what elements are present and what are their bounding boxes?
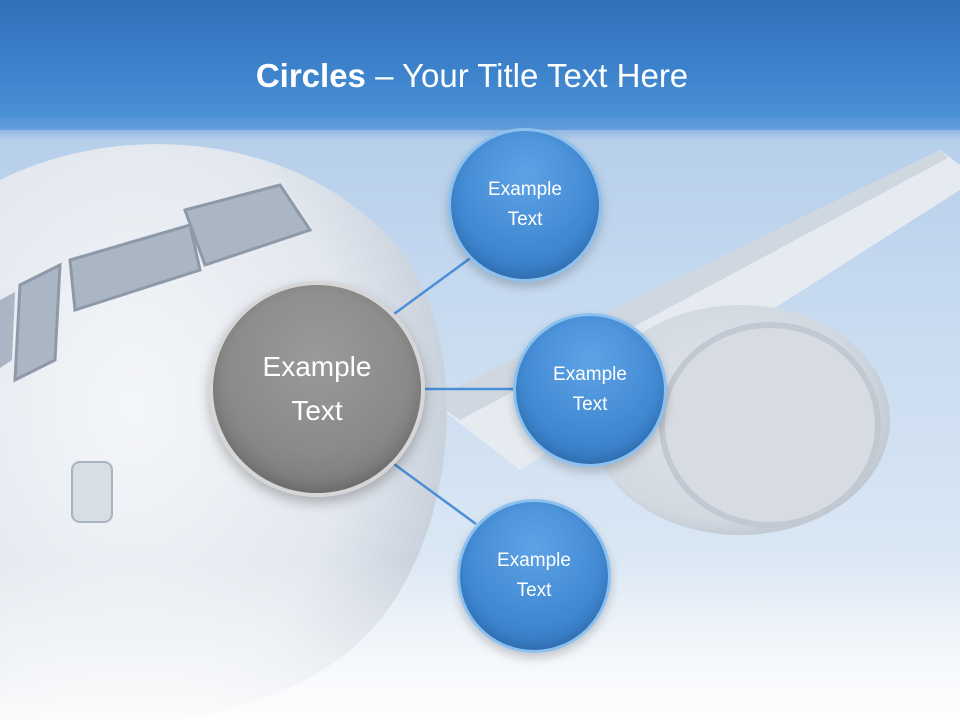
slide-title-rest: – Your Title Text Here: [365, 57, 689, 94]
circle-middle-label: Example Text: [553, 364, 627, 415]
main-circle[interactable]: Example Text: [209, 281, 425, 497]
circle-bottom[interactable]: Example Text: [457, 499, 611, 653]
circle-top[interactable]: Example Text: [448, 128, 602, 282]
slide-title-bold: Circles: [255, 57, 366, 94]
circle-middle[interactable]: Example Text: [513, 313, 667, 467]
title-bar-fade: [0, 118, 960, 140]
connector-line-bottom: [393, 462, 477, 526]
connector-line-top: [393, 252, 477, 316]
circle-bottom-label: Example Text: [497, 550, 571, 601]
title-bar: [0, 0, 960, 130]
slide-title: Circles – Your Title Text Here: [0, 54, 944, 98]
main-circle-label: Example Text: [262, 351, 372, 426]
circle-top-label: Example Text: [488, 179, 562, 230]
